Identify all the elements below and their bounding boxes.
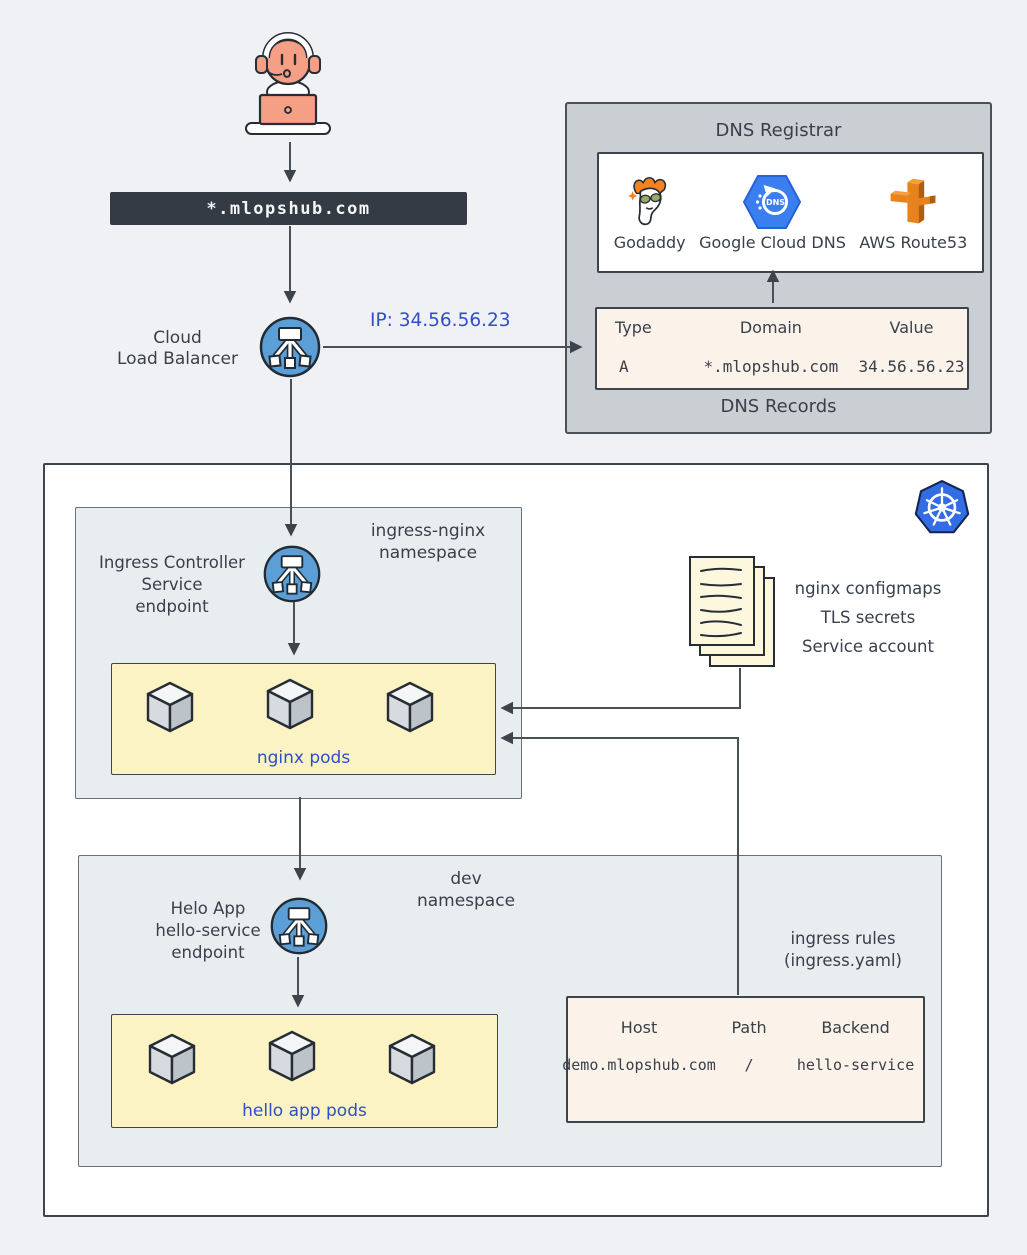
provider-google-cloud-dns: DNS Google Cloud DNS <box>699 174 846 252</box>
ingress-nginx-namespace-box: ingress-nginx namespace Ingress Controll… <box>75 507 522 799</box>
aws-route53-icon <box>890 178 936 223</box>
dns-registrar-box: DNS Registrar Godaddy <box>565 102 992 434</box>
ingress-namespace-label: ingress-nginx namespace <box>370 521 486 563</box>
ingress-rules-title: ingress rules (ingress.yaml) <box>784 929 902 970</box>
rules-col-backend: Backend <box>821 1017 890 1037</box>
dns-registrar-title: DNS Registrar <box>715 120 842 141</box>
rules-row-path: / <box>744 1056 754 1074</box>
dev-namespace-label: dev namespace <box>416 869 516 911</box>
ingress-endpoint-label: Ingress Controller Service endpoint <box>99 553 245 616</box>
hello-app-pods-label: hello app pods <box>242 1101 367 1121</box>
provider-route53-label: AWS Route53 <box>859 232 968 252</box>
pod-cube-icon <box>388 1033 436 1085</box>
nginx-pods-box: nginx pods <box>111 663 496 775</box>
rules-col-path: Path <box>731 1017 767 1037</box>
kubernetes-icon <box>914 480 970 534</box>
dns-providers-box: Godaddy DNS Google Cloud DNS <box>597 152 984 273</box>
hello-endpoint-label: Helo App hello-service endpoint <box>155 899 261 962</box>
dns-records-caption: DNS Records <box>720 396 837 417</box>
user-laptop-icon <box>245 32 331 135</box>
ingress-service-endpoint-icon <box>263 545 321 603</box>
pod-cube-icon <box>146 681 194 733</box>
pod-cube-icon <box>266 678 314 730</box>
hello-app-pods-box: hello app pods <box>111 1014 498 1128</box>
provider-aws-route53: AWS Route53 <box>859 174 967 252</box>
provider-gcp-label: Google Cloud DNS <box>699 232 846 252</box>
dns-row-type: A <box>619 357 629 376</box>
dns-row-value: 34.56.56.23 <box>858 357 965 376</box>
config-documents-label: nginx configmaps TLS secrets Service acc… <box>794 579 942 656</box>
rules-row-host: demo.mlopshub.com <box>562 1056 716 1074</box>
config-documents-icon <box>689 556 775 667</box>
google-cloud-dns-icon: DNS <box>743 174 802 229</box>
dev-namespace-box: dev namespace Helo App hello-service end… <box>78 855 942 1167</box>
provider-godaddy: Godaddy <box>614 174 686 252</box>
load-balancer-icon <box>259 316 321 378</box>
godaddy-icon <box>627 176 666 225</box>
dns-col-type: Type <box>615 317 652 337</box>
gcp-dns-icon-text: DNS <box>766 198 785 207</box>
rules-col-host: Host <box>620 1017 658 1037</box>
dns-col-domain: Domain <box>739 317 802 337</box>
dns-col-value: Value <box>889 317 934 337</box>
nginx-pods-label: nginx pods <box>256 748 351 768</box>
ip-label: IP: 34.56.56.23 <box>370 310 511 331</box>
ingress-rules-table: Host Path Backend demo.mlopshub.com / he… <box>562 996 925 1123</box>
rules-row-backend: hello-service <box>796 1056 915 1074</box>
domain-banner: *.mlopshub.com <box>110 192 467 225</box>
dns-row-domain: *.mlopshub.com <box>703 357 839 376</box>
hello-service-endpoint-icon <box>270 897 328 955</box>
cloud-lb-label: Cloud Load Balancer <box>117 328 238 369</box>
pod-cube-icon <box>148 1033 196 1085</box>
pod-cube-icon <box>386 681 434 733</box>
domain-banner-text: *.mlopshub.com <box>206 198 371 219</box>
dns-records-table: Type Domain Value A *.mlopshub.com 34.56… <box>595 307 969 390</box>
pod-cube-icon <box>268 1030 316 1082</box>
provider-godaddy-label: Godaddy <box>613 232 686 252</box>
